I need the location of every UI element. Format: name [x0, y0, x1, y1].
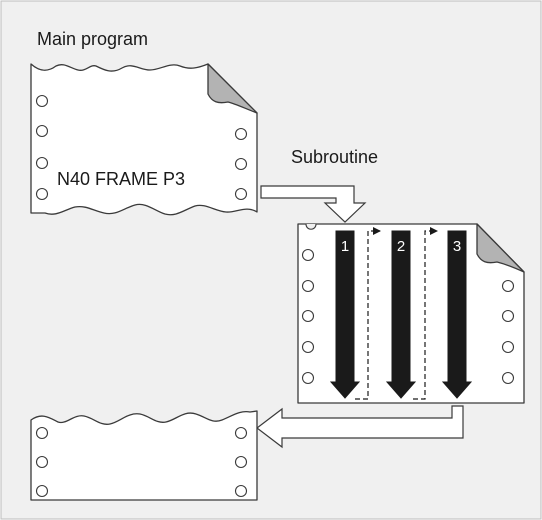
sheet-hole [503, 311, 514, 322]
sheet-hole [303, 342, 314, 353]
pass-3-number: 3 [453, 238, 461, 255]
sheet-hole [303, 281, 314, 292]
pass-1-number: 1 [341, 238, 349, 255]
subroutine-label: Subroutine [291, 147, 378, 167]
sheet-hole [303, 311, 314, 322]
sheet-hole [303, 373, 314, 384]
continuation-sheet-outline [31, 411, 257, 500]
sheet-hole [236, 189, 247, 200]
sheet-hole [236, 428, 247, 439]
sheet-hole [236, 457, 247, 468]
sheet-hole [37, 428, 48, 439]
main-program-title: Main program [37, 29, 148, 49]
sheet-hole [236, 159, 247, 170]
sheet-hole [37, 457, 48, 468]
sheet-hole [236, 486, 247, 497]
sheet-hole [236, 129, 247, 140]
sheet-hole [37, 96, 48, 107]
sheet-hole [37, 126, 48, 137]
subroutine-sheet: 1 2 3 [298, 224, 524, 403]
sheet-hole [503, 373, 514, 384]
pass-2-number: 2 [397, 238, 405, 255]
sheet-hole [303, 250, 314, 261]
sheet-hole [37, 486, 48, 497]
subroutine-sheet-notch [306, 224, 316, 229]
main-program-sheet: N40 FRAME P3 [31, 64, 257, 215]
main-program-line: N40 FRAME P3 [57, 169, 185, 189]
sheet-hole [503, 342, 514, 353]
sheet-hole [503, 281, 514, 292]
sheet-hole [37, 158, 48, 169]
main-program-continuation-sheet [31, 411, 257, 500]
sheet-hole [37, 189, 48, 200]
